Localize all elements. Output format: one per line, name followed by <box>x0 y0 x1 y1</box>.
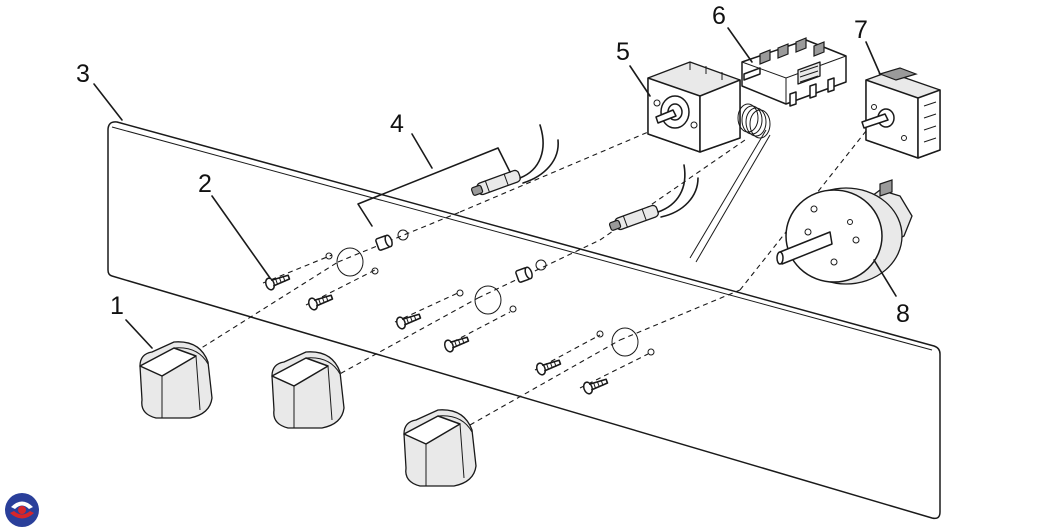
control-panel-icon <box>107 121 941 520</box>
callout-6: 6 <box>712 2 726 30</box>
brand-logo-icon <box>5 493 39 527</box>
callout-4: 4 <box>390 110 404 138</box>
selector-switch-icon <box>741 37 847 107</box>
panel-holes <box>325 229 655 357</box>
thermostat-icon <box>647 61 771 263</box>
timer-icon <box>776 179 913 285</box>
callout-7: 7 <box>854 16 868 44</box>
callout-2: 2 <box>198 170 212 198</box>
callout-8: 8 <box>896 300 910 328</box>
callout-4-leader <box>357 133 511 227</box>
neon-indicator-lamp-icon <box>470 124 699 231</box>
lamp-sleeve-icon <box>375 234 533 283</box>
callout-labels: 1 2 3 4 5 6 7 8 <box>76 2 910 328</box>
callout-leaders <box>93 27 897 349</box>
callout-3: 3 <box>76 60 90 88</box>
callout-1: 1 <box>110 292 124 320</box>
screw-icon <box>264 274 609 395</box>
control-knob-icon <box>139 341 477 487</box>
callout-5: 5 <box>616 38 630 66</box>
energy-regulator-icon <box>861 67 941 159</box>
